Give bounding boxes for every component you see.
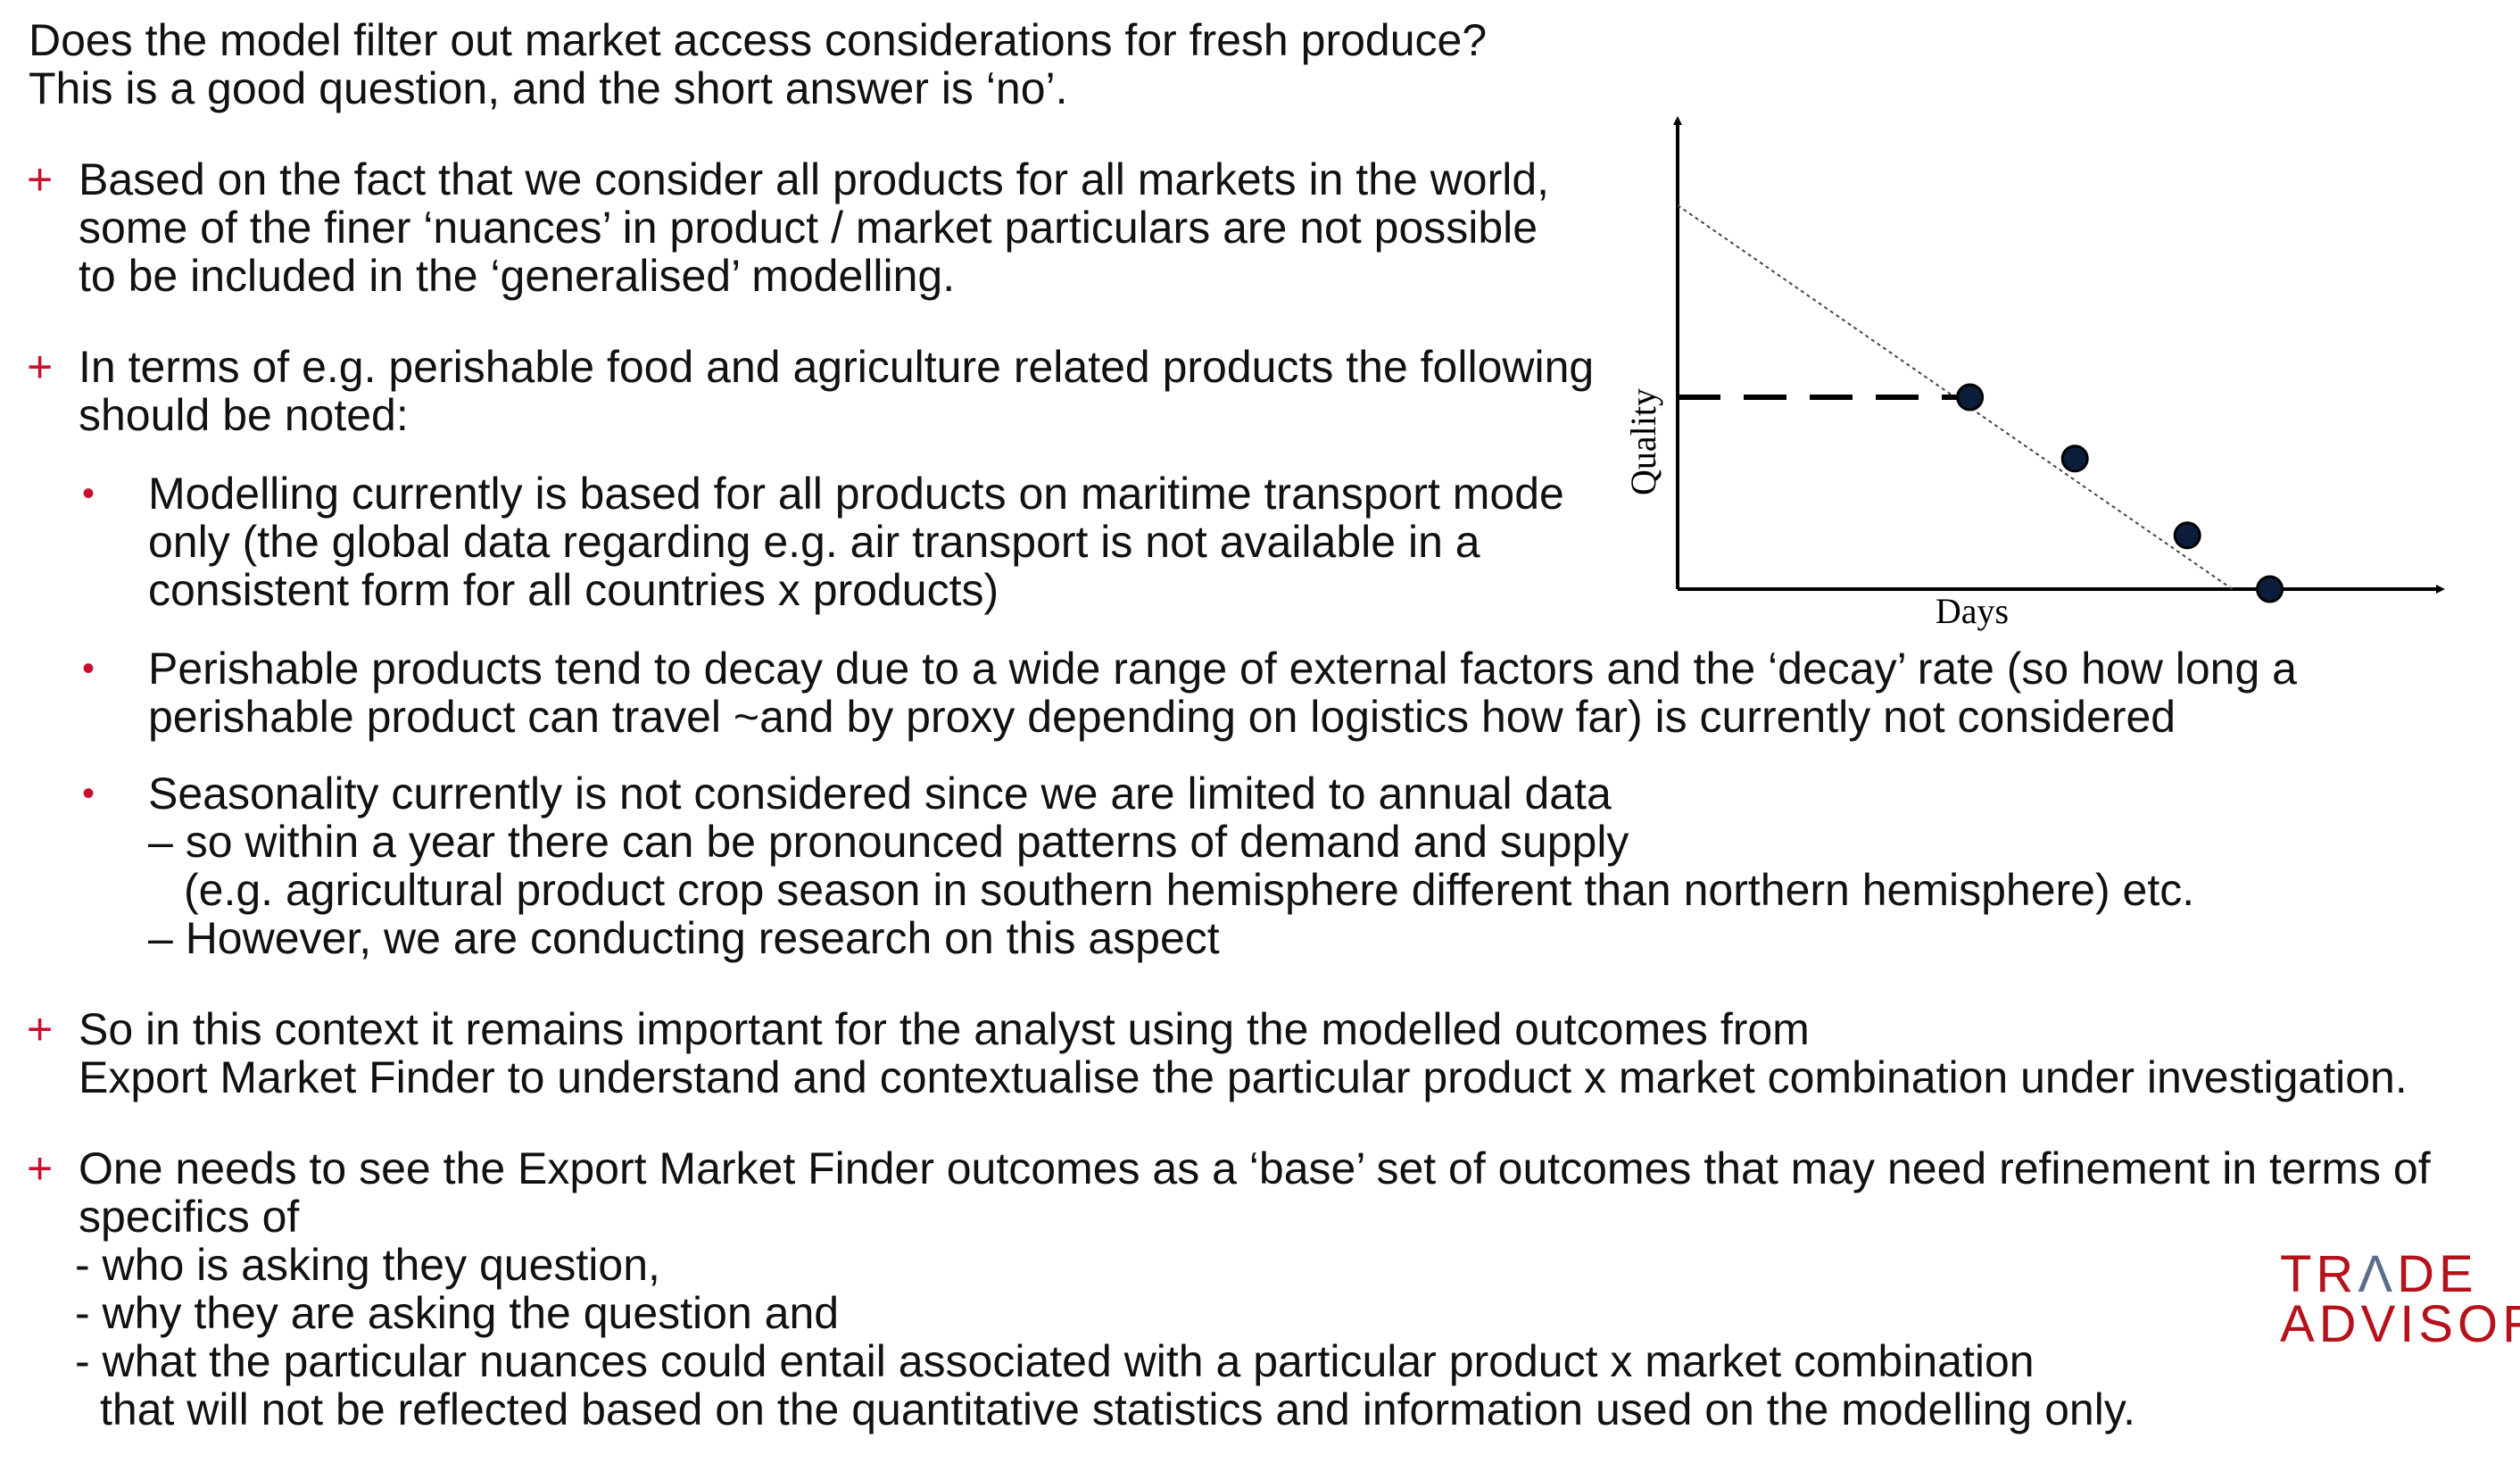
bullet-plus: + [27, 1143, 54, 1193]
point1-line: Based on the fact that we consider all p… [79, 154, 1550, 204]
sub1-line: Modelling currently is based for all pro… [148, 469, 1564, 519]
data-point [2256, 575, 2284, 603]
bullet-plus: + [27, 342, 54, 392]
sub1-line: only (the global data regarding e.g. air… [148, 517, 1480, 567]
sub3-line: (e.g. agricultural product crop season i… [184, 865, 2195, 915]
chart-xlabel: Days [1936, 591, 2009, 631]
sub3-line: – However, we are conducting research on… [148, 913, 1220, 963]
bullet-plus: + [27, 154, 54, 204]
point4-line: One needs to see the Export Market Finde… [79, 1143, 2431, 1193]
trade-advisory-logo: TRΛDE [2280, 1248, 2478, 1301]
sub1-line: consistent form for all countries x prod… [148, 565, 999, 615]
sub-bullet: • [82, 474, 95, 513]
sub-bullet: • [82, 774, 95, 813]
data-point [2060, 445, 2089, 473]
data-point [2173, 521, 2201, 550]
logo-text: DE [2397, 1245, 2478, 1303]
point2-line: In terms of e.g. perishable food and agr… [79, 342, 1595, 392]
point2-line: should be noted: [79, 390, 409, 440]
sub2-line: perishable product can travel ~and by pr… [148, 692, 2176, 742]
sub3-line: Seasonality currently is not considered … [148, 769, 1612, 819]
intro-answer: This is a good question, and the short a… [29, 63, 1068, 113]
quality-days-chart: Days Quality [1623, 116, 2445, 631]
sub3-line: – so within a year there can be pronounc… [148, 817, 1629, 867]
point1-line: to be included in the ‘generalised’ mode… [79, 251, 956, 301]
point3-line: Export Market Finder to understand and c… [79, 1052, 2408, 1102]
point4-line: that will not be reflected based on the … [100, 1384, 2136, 1434]
point4-line: - what the particular nuances could enta… [75, 1336, 2035, 1386]
logo-text: TR [2280, 1245, 2358, 1303]
point4-line: specifics of [79, 1192, 300, 1242]
logo-tick-icon: Λ [2358, 1245, 2398, 1303]
trade-advisory-logo-line2: ADVISORY [2280, 1295, 2520, 1353]
sub-bullet: • [82, 649, 95, 688]
data-point [1956, 383, 1985, 411]
point4-line: - why they are asking the question and [75, 1288, 840, 1338]
sub2-line: Perishable products tend to decay due to… [148, 644, 2297, 694]
bullet-plus: + [27, 1004, 54, 1054]
chart-ylabel: Quality [1623, 388, 1663, 495]
intro-question: Does the model filter out market access … [29, 15, 1488, 65]
point4-line: - who is asking they question, [75, 1240, 660, 1290]
point1-line: some of the finer ‘nuances’ in product /… [79, 203, 1538, 253]
point3-line: So in this context it remains important … [79, 1004, 1810, 1054]
